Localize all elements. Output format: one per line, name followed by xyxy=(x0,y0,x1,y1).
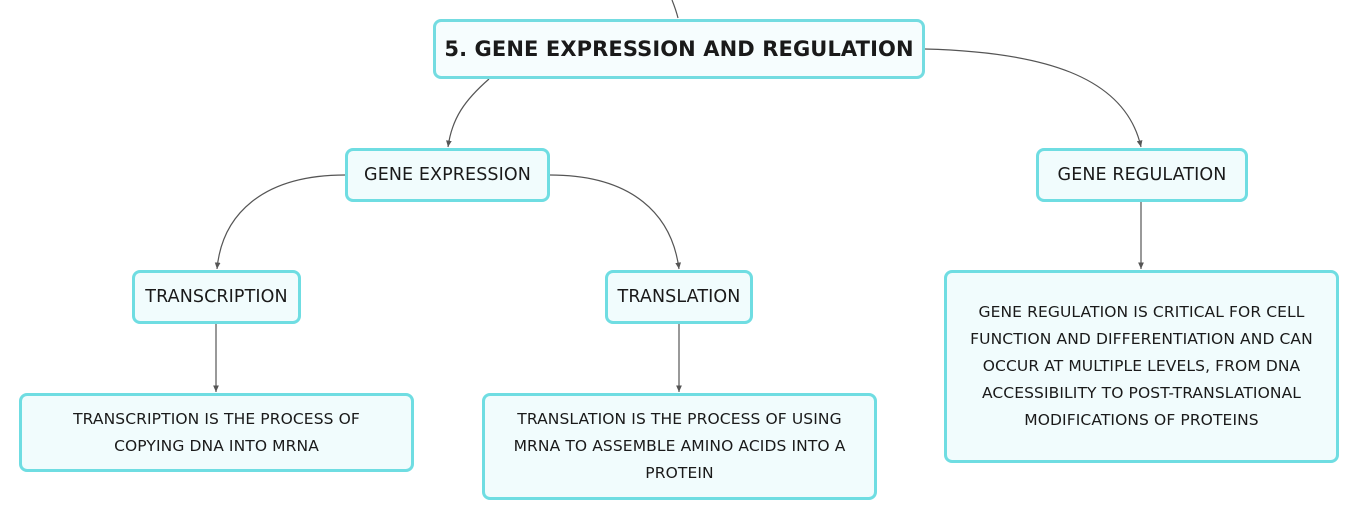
gene-regulation-description-node[interactable]: GENE REGULATION IS CRITICAL FOR CELL FUN… xyxy=(944,270,1339,463)
root-topic-node[interactable]: 5. GENE EXPRESSION AND REGULATION xyxy=(433,19,925,79)
gene-expression-label: GENE EXPRESSION xyxy=(364,165,531,185)
gene-regulation-node[interactable]: GENE REGULATION xyxy=(1036,148,1248,202)
transcription-node[interactable]: TRANSCRIPTION xyxy=(132,270,301,324)
transcription-description-text: TRANSCRIPTION IS THE PROCESS OF COPYING … xyxy=(73,409,360,455)
root-topic-label: 5. GENE EXPRESSION AND REGULATION xyxy=(444,37,914,61)
transcription-label: TRANSCRIPTION xyxy=(145,287,288,307)
gene-regulation-description-text: GENE REGULATION IS CRITICAL FOR CELL FUN… xyxy=(970,303,1313,429)
translation-node[interactable]: TRANSLATION xyxy=(605,270,753,324)
transcription-description-node[interactable]: TRANSCRIPTION IS THE PROCESS OF COPYING … xyxy=(19,393,414,472)
connector-root-to-gene-regulation xyxy=(924,48,1143,148)
translation-description-text: TRANSLATION IS THE PROCESS OF USING MRNA… xyxy=(513,410,846,482)
translation-description-node[interactable]: TRANSLATION IS THE PROCESS OF USING MRNA… xyxy=(482,393,877,500)
translation-label: TRANSLATION xyxy=(617,287,741,307)
connector-gene-expression-to-transcription xyxy=(214,174,346,270)
connector-root-to-gene-expression xyxy=(446,78,490,148)
gene-expression-node[interactable]: GENE EXPRESSION xyxy=(345,148,550,202)
connector-gene-expression-to-translation xyxy=(549,174,682,270)
gene-regulation-label: GENE REGULATION xyxy=(1057,165,1227,185)
connector-from-parent xyxy=(671,0,679,19)
